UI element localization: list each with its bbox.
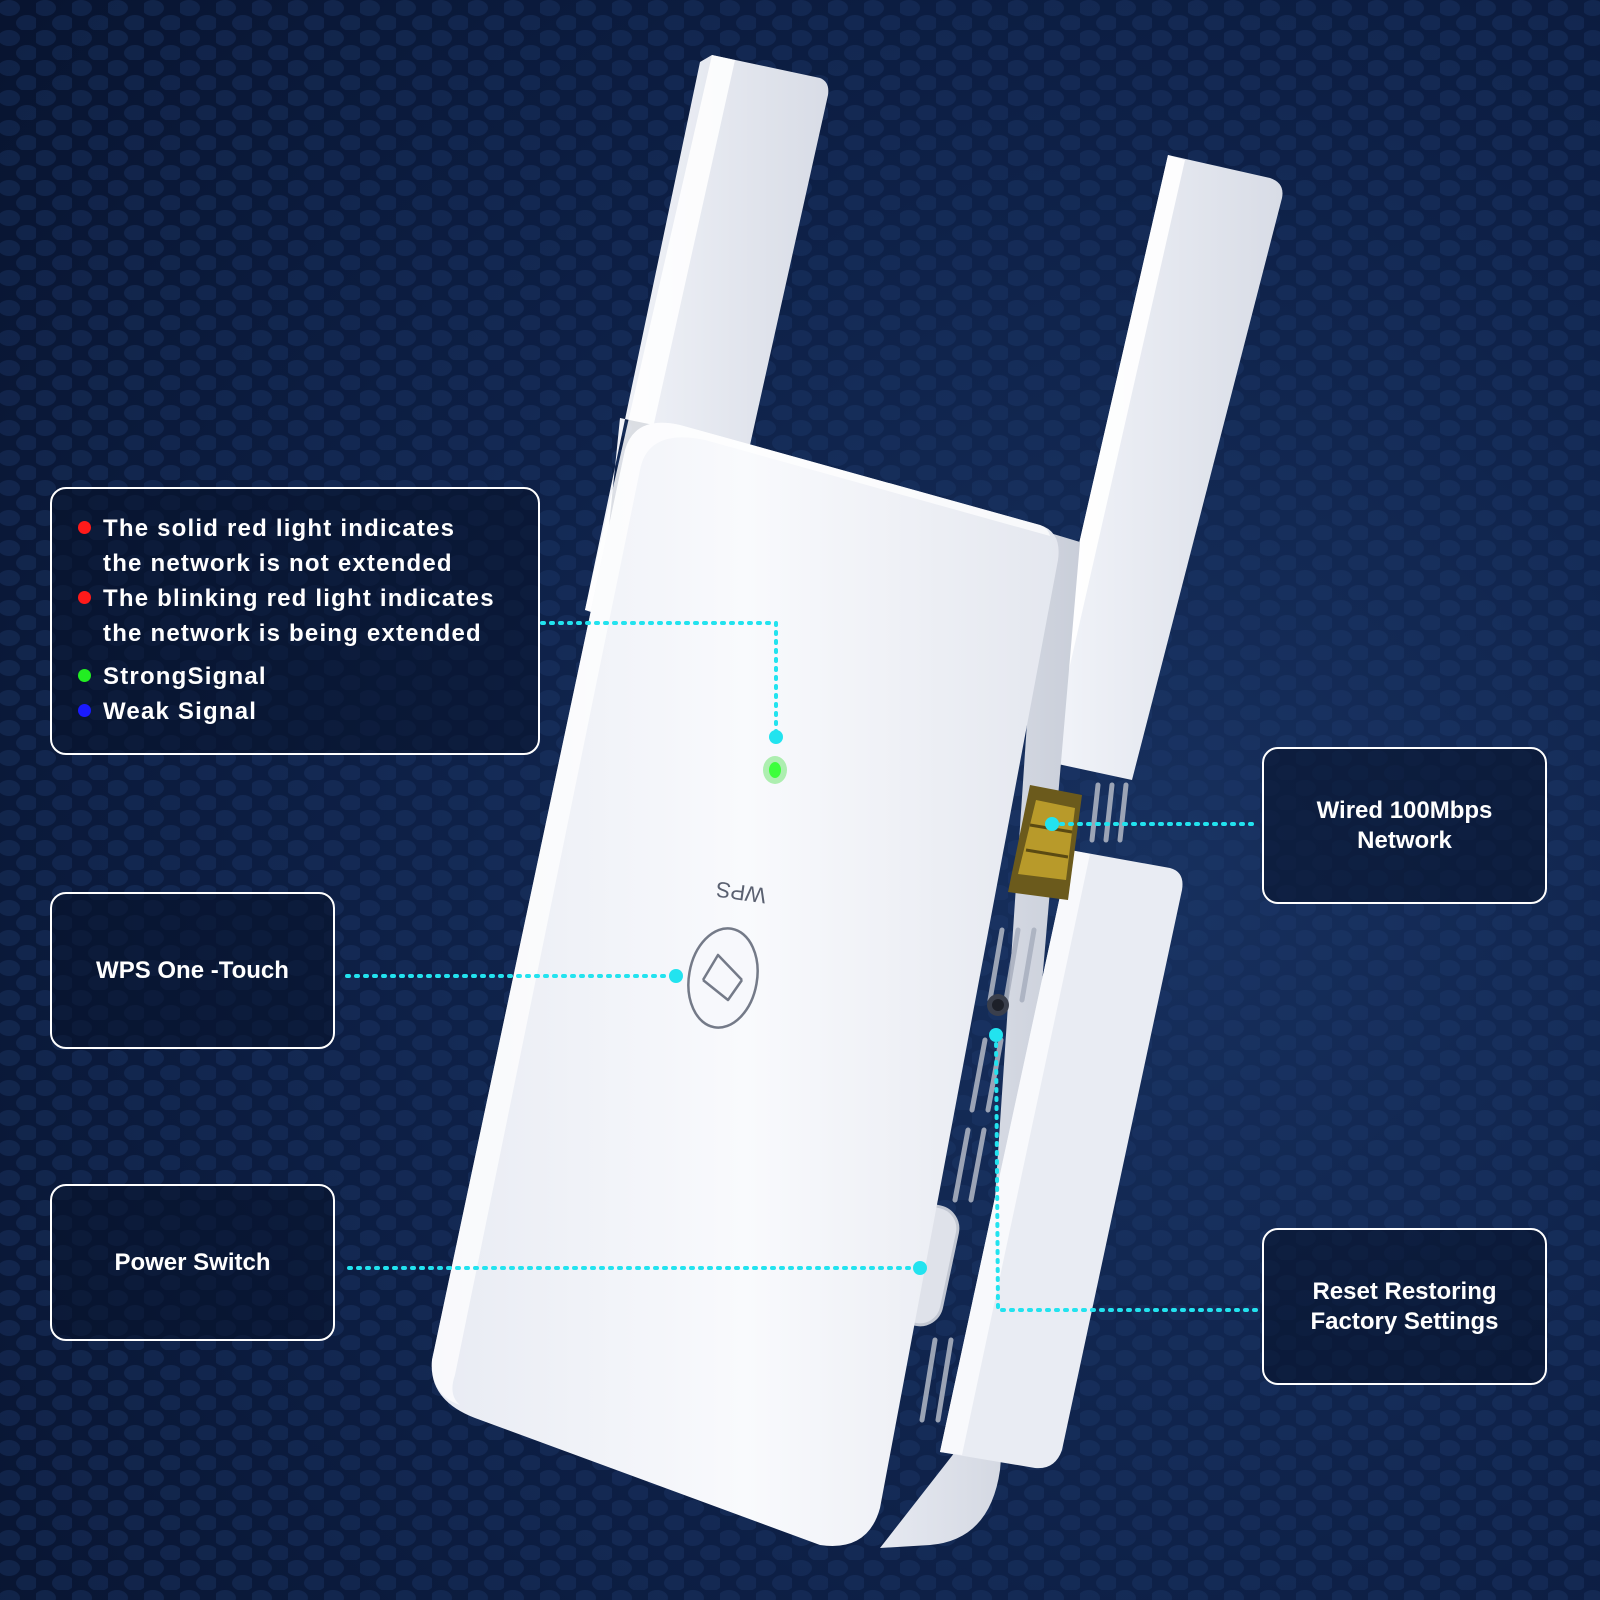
legend-item-blinking-red: The blinking red light indicates the net… [78,581,518,651]
wps-icon [701,953,744,1002]
wired-callout-line1: Wired 100Mbps [1316,796,1493,824]
legend-text: Weak Signal [103,698,258,725]
wps-button[interactable] [681,923,765,1033]
wps-callout: WPS One -Touch [50,892,335,1049]
green-dot-icon [78,669,91,682]
reset-callout: Reset Restoring Factory Settings [1262,1228,1547,1385]
led-legend-callout: The solid red light indicates the networ… [50,487,540,755]
legend-text: The solid red light indicates the networ… [103,515,456,577]
legend-item-solid-red: The solid red light indicates the networ… [78,511,518,581]
legend-item-weak-signal: Weak Signal [78,694,518,729]
reset-callout-line2: Factory Settings [1310,1307,1499,1335]
power-switch-callout: Power Switch [50,1184,335,1341]
reset-callout-line1: Reset Restoring [1312,1277,1497,1305]
reset-leader-line [994,1033,1260,1312]
device-side-panel [880,530,1183,1548]
leader-lines [345,621,1260,1312]
legend-text: The blinking red light indicates the net… [103,585,495,647]
leader-endpoints [669,730,1059,1275]
wired-callout-line2: Network [1357,826,1452,854]
legend-text: StrongSignal [103,663,267,690]
power-callout-label: Power Switch [114,1248,271,1276]
legend-item-strong-signal: StrongSignal [78,659,518,694]
red-dot-icon [78,591,91,604]
blue-dot-icon [78,704,91,717]
wired-network-callout: Wired 100Mbps Network [1262,747,1547,904]
wps-callout-label: WPS One -Touch [96,956,289,984]
led-leader-line [540,621,778,738]
status-led [763,756,787,784]
red-dot-icon [78,521,91,534]
